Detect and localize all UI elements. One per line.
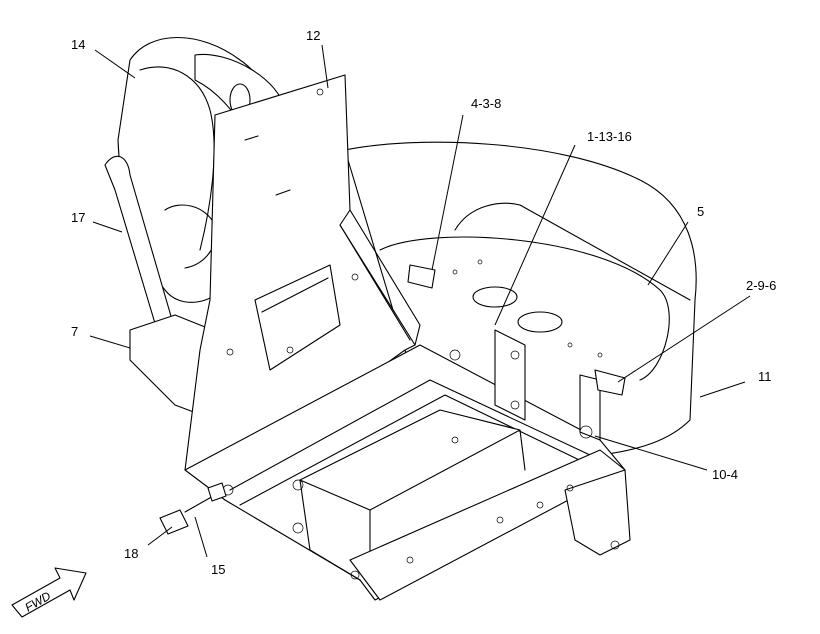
callout-18: 18 (124, 546, 138, 561)
side-box (407, 264, 626, 441)
callout-10-4: 10-4 (712, 467, 738, 482)
callout-4-3-8: 4-3-8 (471, 96, 501, 111)
callout-11: 11 (758, 369, 772, 384)
callout-7: 7 (71, 324, 78, 339)
callout-5: 5 (697, 204, 704, 219)
fwd-arrow: FWD (11, 567, 87, 618)
callout-1-13-16: 1-13-16 (587, 129, 632, 144)
callout-17: 17 (71, 210, 85, 225)
callout-15: 15 (211, 562, 225, 577)
callout-12: 12 (306, 28, 320, 43)
connector-harness (159, 482, 227, 535)
callout-2-9-6: 2-9-6 (746, 278, 776, 293)
callout-14: 14 (71, 37, 85, 52)
callouts: 14 12 4-3-8 1-13-16 5 2-9-6 17 7 11 10-4… (71, 28, 776, 577)
leader-lines (89, 44, 751, 558)
